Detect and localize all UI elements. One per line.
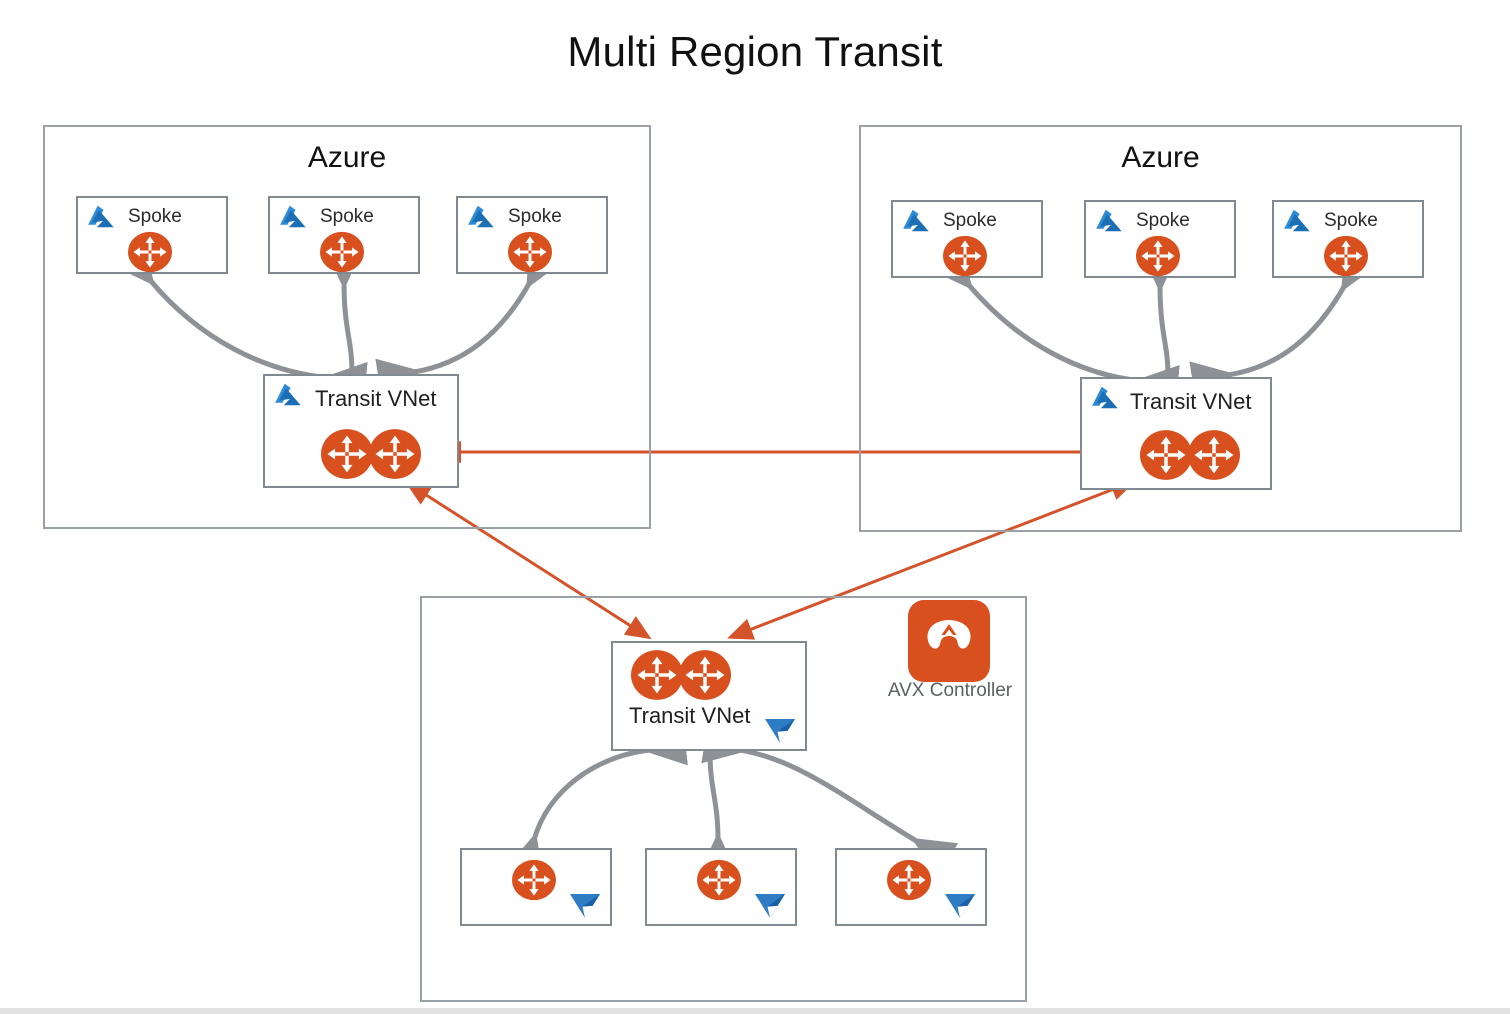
aviatrix-logo-icon xyxy=(927,620,971,649)
azure-logo-icon xyxy=(280,205,306,228)
spoke-box-bottom-3[interactable] xyxy=(835,848,987,926)
footer-band xyxy=(0,1008,1510,1014)
router-icon xyxy=(1188,430,1240,480)
region-azure-left[interactable]: Azure xyxy=(43,125,651,529)
spoke-label-left-1: Spoke xyxy=(128,206,182,227)
router-icon xyxy=(679,650,731,700)
aviatrix-vee-logo-icon xyxy=(755,894,785,918)
spoke-label-left-3: Spoke xyxy=(508,206,562,227)
azure-logo-icon xyxy=(903,209,929,232)
azure-logo-icon xyxy=(1284,209,1310,232)
router-icon xyxy=(369,429,421,479)
spoke-label-right-1: Spoke xyxy=(943,210,997,231)
spoke-box-bottom-1[interactable] xyxy=(460,848,612,926)
transit-vnet-box-bottom[interactable]: Transit VNet xyxy=(611,641,807,751)
router-icon xyxy=(320,231,364,273)
aviatrix-vee-logo-icon xyxy=(765,719,795,743)
router-icon xyxy=(943,235,987,277)
router-icon xyxy=(512,859,556,901)
router-icon xyxy=(887,859,931,901)
spoke-box-left-2[interactable]: Spoke xyxy=(268,196,420,274)
transit-vnet-label-left: Transit VNet xyxy=(315,386,437,411)
spoke-box-left-1[interactable]: Spoke xyxy=(76,196,228,274)
router-icon xyxy=(697,859,741,901)
azure-logo-icon xyxy=(1096,209,1122,232)
spoke-box-right-2[interactable]: Spoke xyxy=(1084,200,1236,278)
router-icon xyxy=(128,231,172,273)
transit-vnet-box-left[interactable]: Transit VNet xyxy=(263,374,459,488)
aviatrix-vee-logo-icon xyxy=(945,894,975,918)
spoke-label-right-3: Spoke xyxy=(1324,210,1378,231)
spoke-box-right-3[interactable]: Spoke xyxy=(1272,200,1424,278)
avx-controller-box[interactable] xyxy=(908,600,990,682)
router-icon xyxy=(508,231,552,273)
transit-vnet-box-right[interactable]: Transit VNet xyxy=(1080,377,1272,490)
router-icon xyxy=(1324,235,1368,277)
transit-vnet-label-right: Transit VNet xyxy=(1130,389,1252,414)
region-bottom-cloud[interactable] xyxy=(420,596,1027,1002)
region-label-azure-right: Azure xyxy=(1121,141,1200,174)
azure-logo-icon xyxy=(88,205,114,228)
spoke-box-bottom-2[interactable] xyxy=(645,848,797,926)
azure-logo-icon xyxy=(468,205,494,228)
router-icon xyxy=(631,650,683,700)
spoke-label-right-2: Spoke xyxy=(1136,210,1190,231)
router-icon xyxy=(1140,430,1192,480)
region-label-azure-left: Azure xyxy=(307,141,387,174)
page-title: Multi Region Transit xyxy=(567,28,943,75)
spoke-box-left-3[interactable]: Spoke xyxy=(456,196,608,274)
aviatrix-vee-logo-icon xyxy=(570,894,600,918)
avx-controller-label: AVX Controller xyxy=(887,680,1013,701)
router-icon xyxy=(1136,235,1180,277)
router-icon xyxy=(321,429,373,479)
transit-vnet-label-bottom: Transit VNet xyxy=(629,703,751,728)
spoke-label-left-2: Spoke xyxy=(320,206,374,227)
azure-logo-icon xyxy=(275,383,301,406)
spoke-box-right-1[interactable]: Spoke xyxy=(891,200,1043,278)
azure-logo-icon xyxy=(1092,386,1118,409)
region-azure-right[interactable]: Azure xyxy=(859,125,1462,532)
